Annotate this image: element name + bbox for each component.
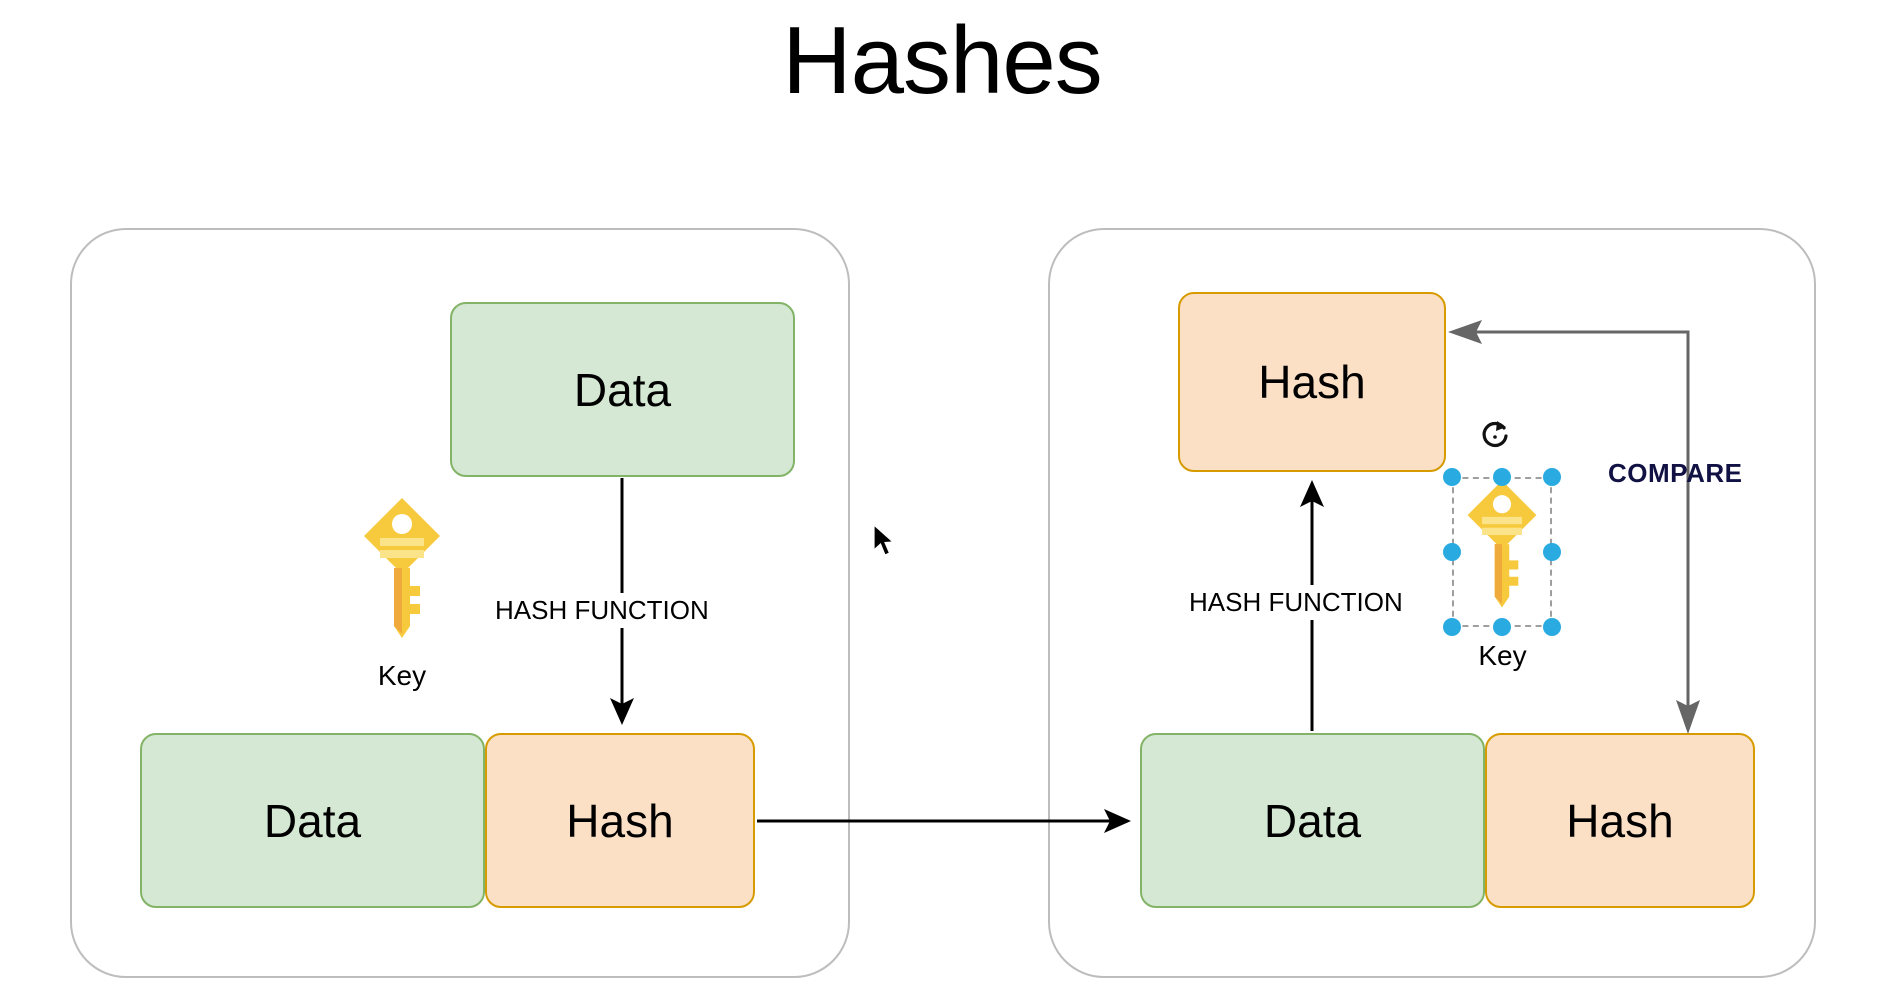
left-hash-bottom-label: Hash [566,794,674,847]
resize-handle-top-center[interactable] [1493,468,1511,486]
arrow-pointer-icon [872,523,898,558]
resize-handle-bottom-center[interactable] [1493,618,1511,636]
right-hash-function-label: HASH FUNCTION [1183,585,1409,620]
resize-handle-top-left[interactable] [1443,468,1461,486]
resize-handle-top-right[interactable] [1543,468,1561,486]
left-hash-function-label: HASH FUNCTION [489,593,715,628]
resize-handle-middle-right[interactable] [1543,543,1561,561]
left-data-top-label: Data [573,363,672,416]
signing-panel[interactable] [70,228,850,978]
right-data-bottom-label: Data [1263,794,1362,847]
left-hash-bottom-box[interactable]: Hash [485,733,755,908]
left-data-bottom-label: Data [263,794,362,847]
resize-handle-middle-left[interactable] [1443,543,1461,561]
right-hash-bottom-box[interactable]: Hash [1485,733,1755,908]
right-hash-top-label: Hash [1258,356,1366,408]
right-hash-top-box[interactable]: Hash [1178,292,1446,472]
left-key-label: Key [377,660,427,691]
resize-handle-bottom-left[interactable] [1443,618,1461,636]
resize-handle-bottom-right[interactable] [1543,618,1561,636]
rotate-icon[interactable] [1478,418,1512,452]
key-icon[interactable] [358,494,446,644]
compare-label: COMPARE [1608,458,1743,488]
left-data-top-box[interactable]: Data [450,302,795,477]
verification-panel[interactable] [1048,228,1816,978]
right-key-label: Key [1478,640,1527,671]
selection-bounding-box [1452,477,1552,627]
right-hash-bottom-label: Hash [1566,794,1674,847]
left-data-bottom-box[interactable]: Data [140,733,485,908]
right-data-bottom-box[interactable]: Data [1140,733,1485,908]
page-title: Hashes [782,7,1103,114]
